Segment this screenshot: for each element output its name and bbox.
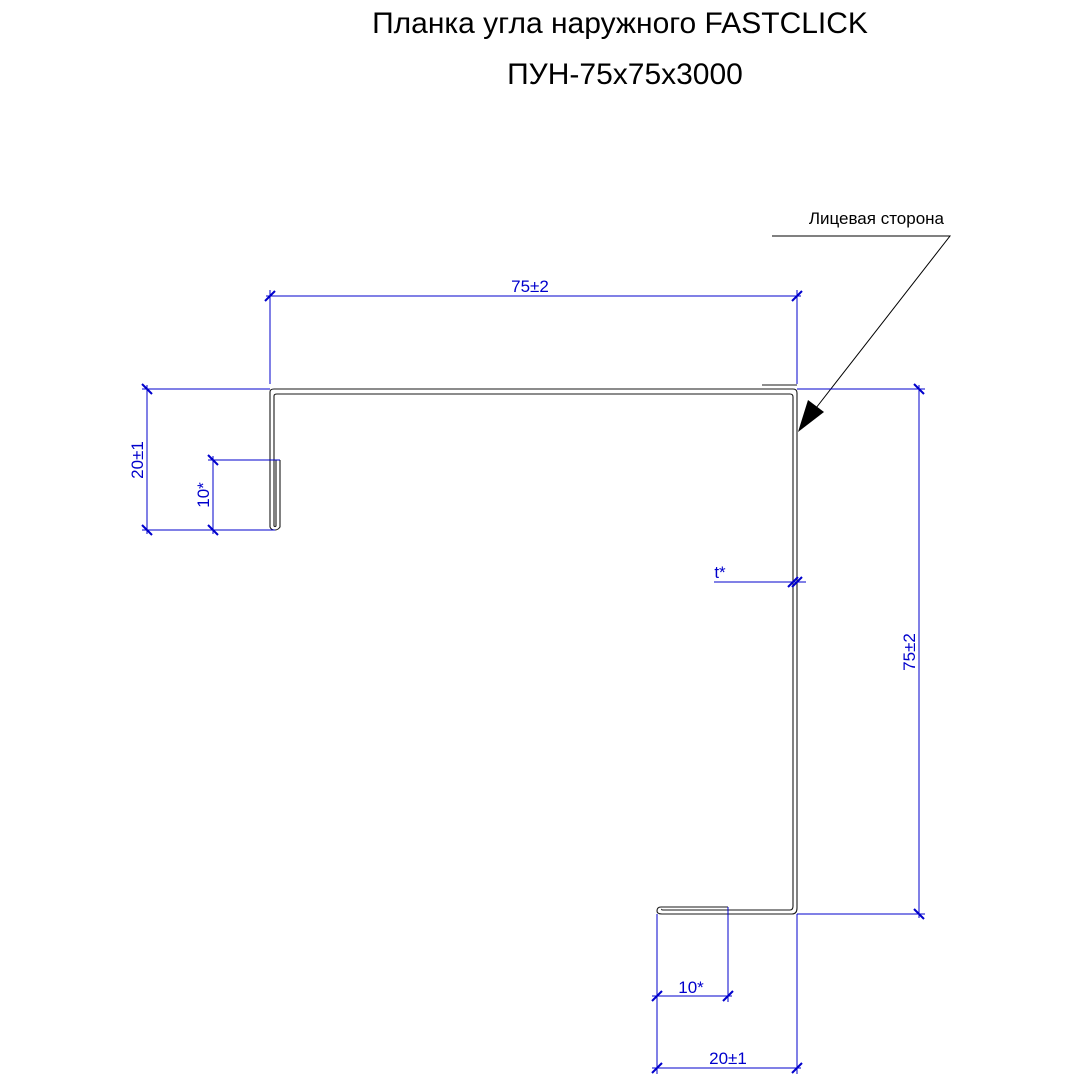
- tick-top-right: [791, 290, 803, 302]
- tick-thickness-inner: [791, 576, 803, 588]
- face-side-label: Лицевая сторона: [809, 209, 945, 228]
- tick-right-top: [913, 383, 925, 395]
- dimension-label-thickness: t*: [714, 563, 726, 582]
- face-side-callout: Лицевая сторона: [772, 209, 952, 432]
- dimension-top-width: 75±2: [264, 277, 803, 384]
- drawing-subtitle: ПУН-75х75х3000: [507, 58, 743, 91]
- tick-bottom-flange-right: [791, 1062, 803, 1074]
- tick-top-left: [264, 290, 276, 302]
- tick-thickness-outer: [787, 576, 799, 588]
- callout-arrow: [798, 400, 824, 432]
- tick-left-flange-bottom: [141, 524, 153, 536]
- callout-leader-line: [772, 235, 952, 409]
- tick-left-flange-top: [141, 383, 153, 395]
- tick-bottom-hem-right: [722, 990, 734, 1002]
- dimension-label-left-flange: 20±1: [128, 441, 147, 479]
- dimension-right-height: 75±2: [797, 383, 925, 920]
- tick-bottom-flange-left: [651, 1062, 663, 1074]
- dimension-label-bottom-flange: 20±1: [709, 1049, 747, 1068]
- tick-right-bottom: [913, 908, 925, 920]
- profile-outer-line: [269, 388, 798, 915]
- tick-left-hem-top: [207, 454, 219, 466]
- dimension-label-top-width: 75±2: [511, 277, 549, 296]
- dimension-bottom-hem: 10*: [651, 907, 734, 1002]
- profile-outline: [269, 384, 798, 915]
- dimension-label-right-height: 75±2: [900, 633, 919, 671]
- dimension-left-hem: 10*: [194, 454, 280, 536]
- dimension-label-left-hem: 10*: [194, 482, 213, 508]
- drawing-title: Планка угла наружного FASTCLICK: [372, 7, 868, 40]
- dimension-label-bottom-hem: 10*: [678, 978, 704, 997]
- dimension-left-flange: 20±1: [128, 383, 275, 536]
- profile-inner-line: [273, 393, 794, 911]
- tick-left-hem-bottom: [207, 524, 219, 536]
- dimension-bottom-flange: 20±1: [651, 914, 803, 1074]
- dimension-thickness: t*: [714, 563, 806, 588]
